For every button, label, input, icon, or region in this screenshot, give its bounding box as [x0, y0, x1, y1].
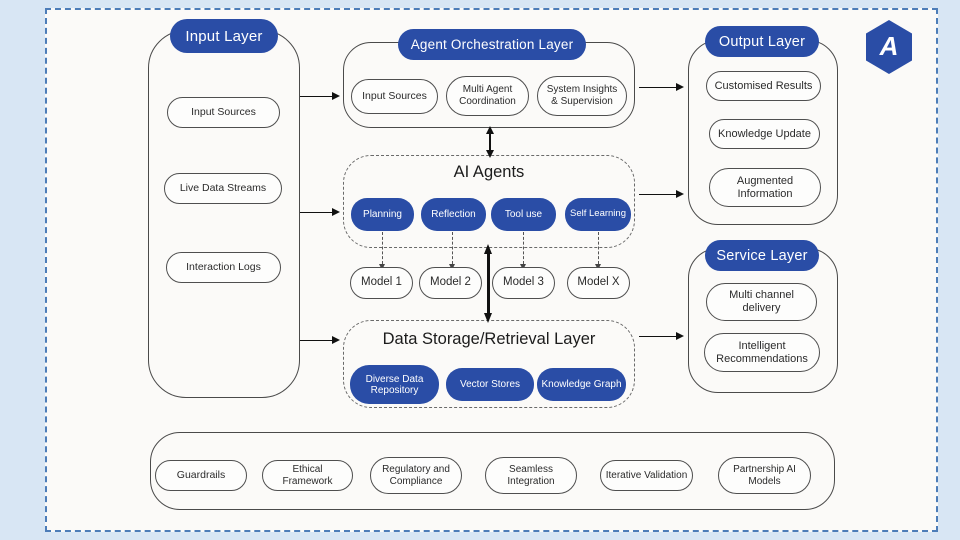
output-layer-header: Output Layer — [705, 26, 819, 57]
multi-agent-coordination-node: Multi Agent Coordination — [446, 76, 529, 116]
reflection-capability-node: Reflection — [421, 198, 486, 231]
interaction-logs-node: Interaction Logs — [166, 252, 281, 283]
data-layer-title: Data Storage/Retrieval Layer — [382, 330, 596, 348]
arrow-orchestration-ai-agents-bidirectional — [485, 126, 494, 158]
planning-capability-node: Planning — [351, 198, 414, 231]
connector-reflection-model2 — [448, 232, 455, 270]
intelligent-recommendations-node: Intelligent Recommendations — [704, 333, 820, 372]
orchestration-input-sources-node: Input Sources — [351, 79, 438, 114]
arrow-input-to-orchestration — [300, 91, 340, 100]
system-insights-supervision-node: System Insights & Supervision — [537, 76, 627, 116]
connector-tooluse-model3 — [519, 232, 526, 270]
brand-letter: A — [879, 30, 899, 61]
arrow-orchestration-to-output — [639, 82, 684, 91]
arrow-input-to-data-layer — [300, 335, 340, 344]
model-2-node: Model 2 — [419, 267, 482, 299]
model-x-node: Model X — [567, 267, 630, 299]
multi-channel-delivery-node: Multi channel delivery — [706, 283, 817, 321]
knowledge-update-node: Knowledge Update — [709, 119, 820, 149]
arrow-ai-agents-data-layer-bidirectional — [483, 244, 492, 323]
connector-selflearning-modelx — [594, 232, 601, 270]
diverse-data-repository-node: Diverse Data Repository — [350, 365, 439, 404]
tool-use-capability-node: Tool use — [491, 198, 556, 231]
augmented-information-node: Augmented Information — [709, 168, 821, 207]
iterative-validation-node: Iterative Validation — [600, 460, 693, 491]
brand-logo-hexagon-icon: A — [866, 20, 912, 74]
self-learning-capability-node: Self Learning — [565, 198, 631, 231]
model-1-node: Model 1 — [350, 267, 413, 299]
service-layer-header: Service Layer — [705, 240, 819, 271]
connector-planning-model1 — [378, 232, 385, 270]
arrow-data-layer-to-service — [639, 331, 684, 340]
governance-panel — [150, 432, 835, 510]
partnership-ai-models-node: Partnership AI Models — [718, 457, 811, 494]
arrow-input-to-ai-agents — [300, 207, 340, 216]
model-3-node: Model 3 — [492, 267, 555, 299]
input-layer-header: Input Layer — [170, 19, 278, 53]
vector-stores-node: Vector Stores — [446, 368, 534, 401]
orchestration-layer-header: Agent Orchestration Layer — [398, 29, 586, 60]
customised-results-node: Customised Results — [706, 71, 821, 101]
ethical-framework-node: Ethical Framework — [262, 460, 353, 491]
regulatory-compliance-node: Regulatory and Compliance — [370, 457, 462, 494]
input-sources-node: Input Sources — [167, 97, 280, 128]
arrow-ai-agents-to-output — [639, 189, 684, 198]
live-data-streams-node: Live Data Streams — [164, 173, 282, 204]
input-layer-panel — [148, 30, 300, 398]
seamless-integration-node: Seamless Integration — [485, 457, 577, 494]
ai-agents-title: AI Agents — [453, 163, 525, 181]
guardrails-node: Guardrails — [155, 460, 247, 491]
knowledge-graph-node: Knowledge Graph — [537, 368, 626, 401]
